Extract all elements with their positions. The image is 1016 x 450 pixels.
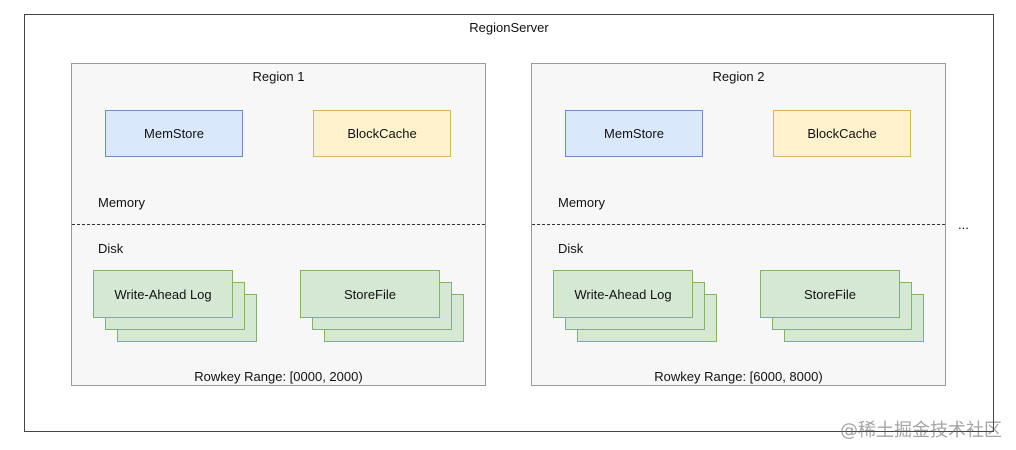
disk-label: Disk xyxy=(98,241,124,256)
storefile-stack: StoreFile xyxy=(760,270,924,342)
memory-disk-divider xyxy=(72,224,485,225)
write-ahead-log-stack: Write-Ahead Log xyxy=(553,270,717,342)
memstore-box: MemStore xyxy=(105,110,243,157)
region-2: Region 2 MemStore BlockCache Memory Disk… xyxy=(531,63,946,386)
storefile-box: StoreFile xyxy=(300,270,440,318)
regionserver-container: RegionServer Region 1 MemStore BlockCach… xyxy=(24,14,994,432)
region-1: Region 1 MemStore BlockCache Memory Disk… xyxy=(71,63,486,386)
watermark: @稀土掘金技术社区 xyxy=(840,420,1002,441)
write-ahead-log-box: Write-Ahead Log xyxy=(93,270,233,318)
storefile-box: StoreFile xyxy=(760,270,900,318)
storefile-stack: StoreFile xyxy=(300,270,464,342)
write-ahead-log-box: Write-Ahead Log xyxy=(553,270,693,318)
rowkey-range-label: Rowkey Range: [0000, 2000) xyxy=(194,369,363,384)
write-ahead-log-stack: Write-Ahead Log xyxy=(93,270,257,342)
memstore-box: MemStore xyxy=(565,110,703,157)
region-title: Region 1 xyxy=(252,69,305,84)
blockcache-box: BlockCache xyxy=(313,110,451,157)
memory-disk-divider xyxy=(532,224,945,225)
blockcache-box: BlockCache xyxy=(773,110,911,157)
disk-label: Disk xyxy=(558,241,584,256)
rowkey-range-label: Rowkey Range: [6000, 8000) xyxy=(654,369,823,384)
more-regions-ellipsis: ... xyxy=(958,217,969,232)
regionserver-title: RegionServer xyxy=(469,20,549,35)
memory-label: Memory xyxy=(98,195,145,210)
memory-label: Memory xyxy=(558,195,605,210)
region-title: Region 2 xyxy=(712,69,765,84)
